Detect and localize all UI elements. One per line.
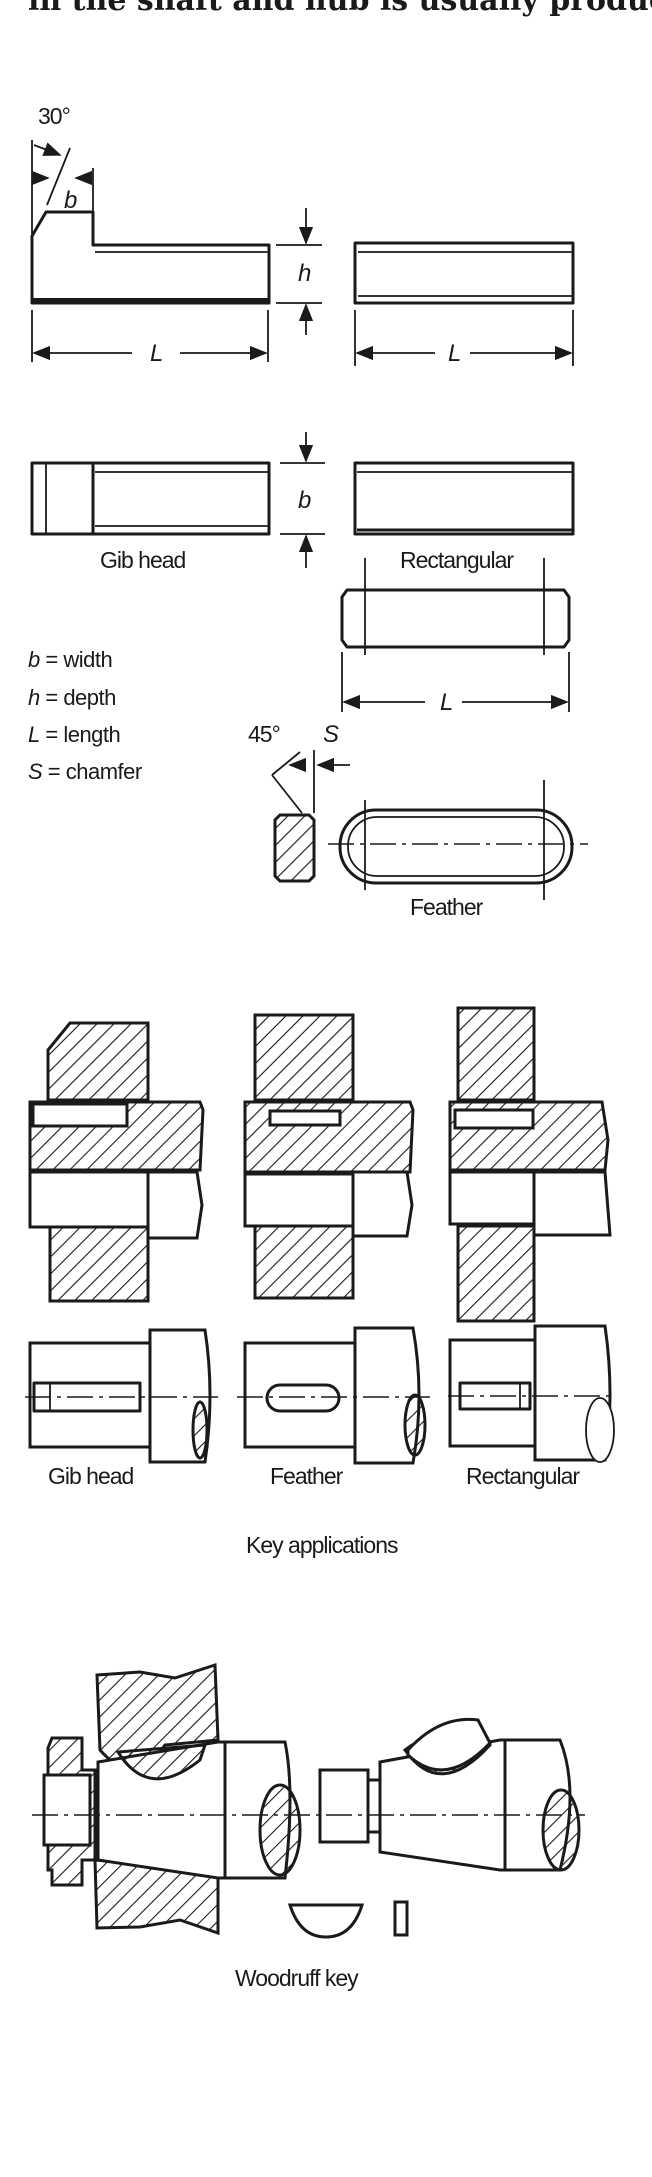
legend-item: L = length: [28, 722, 120, 747]
dim-h-label: h: [298, 260, 311, 287]
application-feather: [237, 1013, 430, 1465]
legend-item: b = width: [28, 647, 112, 672]
application-gib-head: [25, 1021, 218, 1464]
rectangular-side-view: L: [353, 241, 575, 367]
application-rectangular: [448, 1006, 615, 1463]
application-label-feather: Feather: [270, 1463, 344, 1489]
dim-b-label: b: [298, 487, 311, 514]
gib-head-top-view: b Gib head: [30, 432, 325, 573]
dim-S-label: S: [323, 721, 339, 748]
feather-label: Feather: [410, 894, 484, 920]
dim-L-label: L: [448, 340, 461, 367]
rectangular-label: Rectangular: [400, 547, 514, 573]
feather-key-views: L 45° S Feather: [248, 558, 588, 920]
gib-head-label: Gib head: [100, 547, 186, 573]
legend-item: h = depth: [28, 685, 116, 710]
legend: b = width h = depth L = length S = chamf…: [28, 647, 142, 784]
application-label-gib-head: Gib head: [48, 1463, 134, 1489]
rectangular-top-view: Rectangular: [353, 461, 575, 573]
woodruff-key-caption: Woodruff key: [235, 1965, 359, 1991]
dim-L-label: L: [440, 689, 453, 716]
dim-L-label: L: [150, 340, 163, 367]
gib-head-side-view: 30° b h L: [30, 103, 322, 367]
woodruff-key-assembly: [32, 1662, 585, 1939]
application-label-rectangular: Rectangular: [466, 1463, 580, 1489]
header-text: in the shaft and hub is usually produced: [28, 0, 652, 18]
key-applications-caption: Key applications: [246, 1532, 398, 1558]
angle-45-label: 45°: [248, 721, 280, 747]
dim-b-label: b: [64, 187, 77, 214]
angle-30-label: 30°: [38, 103, 70, 129]
legend-item: S = chamfer: [28, 759, 142, 784]
